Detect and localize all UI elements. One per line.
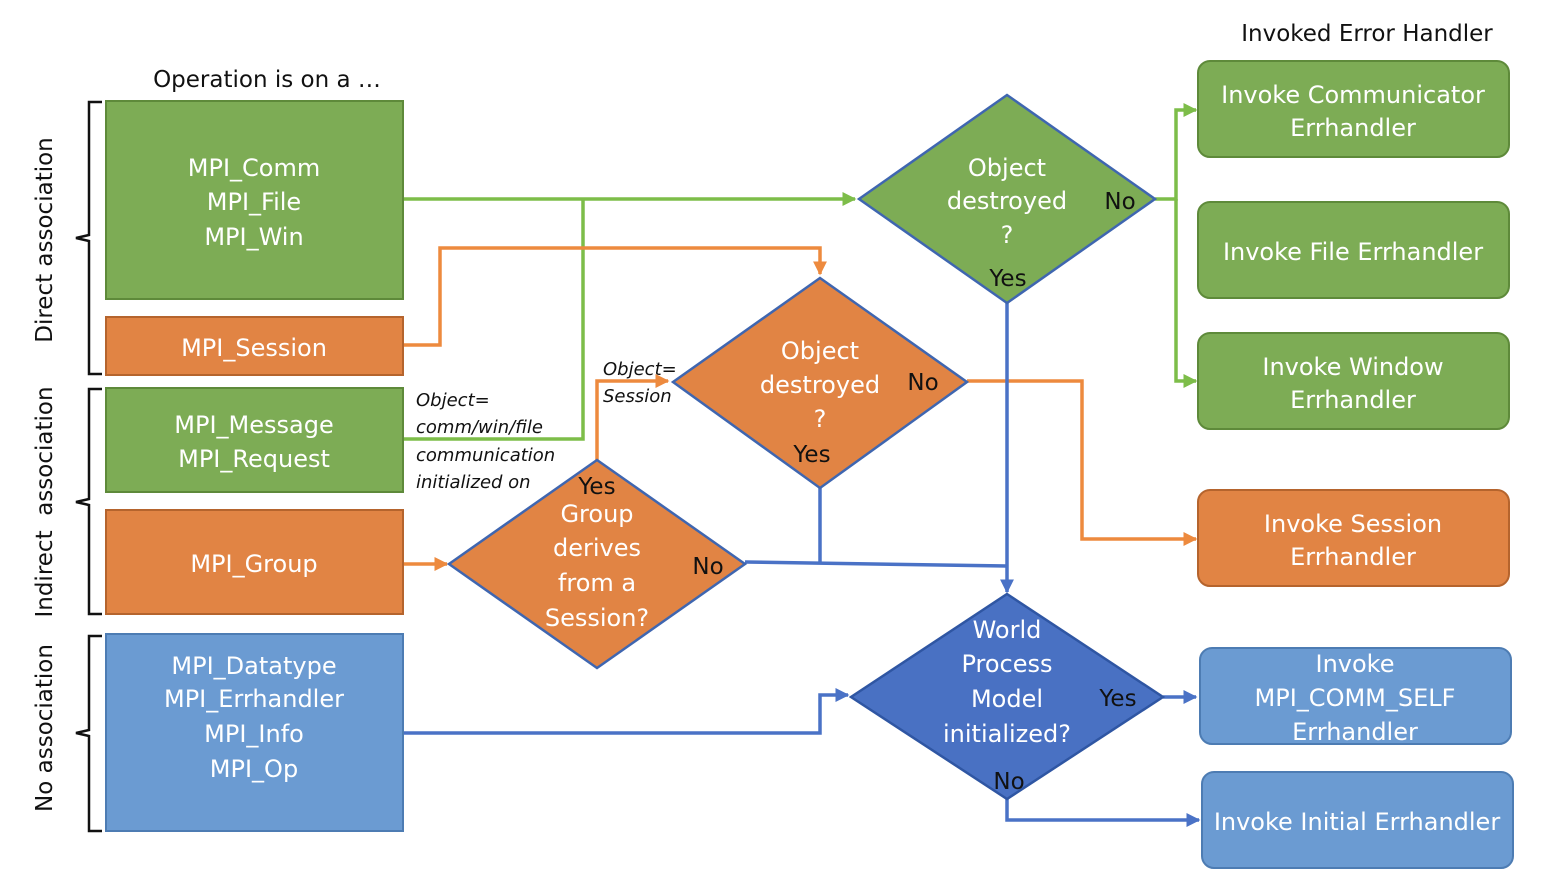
decision-label: initialized? (943, 720, 1071, 748)
handler-file (1197, 201, 1510, 299)
yes-label: Yes (1098, 686, 1136, 712)
yes-label: Yes (792, 442, 830, 468)
decision-label: Process (961, 650, 1052, 678)
connector-message-to-object (403, 199, 585, 441)
no-label: No (692, 554, 723, 580)
no-association-label: No association (32, 644, 58, 812)
handler-communicator (1197, 60, 1510, 158)
direct-association-label: Direct association (32, 137, 58, 343)
yes-label: Yes (577, 474, 615, 500)
box-label: MPI_Session (181, 334, 327, 362)
note-session: Object= (603, 359, 677, 380)
decision-label: Group (560, 500, 633, 528)
box-no-association (105, 633, 404, 832)
connector-group-no (744, 560, 1008, 568)
box-label: MPI_Errhandler (164, 685, 344, 713)
no-label: No (1104, 189, 1135, 215)
handler-comm-self (1199, 647, 1512, 745)
indirect-association-label: Indirect association (32, 386, 58, 617)
box-session (105, 316, 404, 376)
box-group (105, 509, 404, 615)
indirect-bracket (75, 387, 102, 616)
box-label: MPI_Op (210, 755, 298, 783)
operation-header: Operation is on a … (153, 67, 381, 93)
connector-to-initial (1005, 797, 1201, 827)
note-session: Session (603, 386, 672, 407)
decision-label: Session? (545, 604, 649, 632)
connector-noassoc-to-world (403, 688, 850, 735)
note-comm: communication (416, 445, 555, 466)
decision-label: Model (971, 685, 1043, 713)
decision-label: derives (553, 534, 641, 562)
box-label: MPI_Win (204, 223, 303, 251)
decision-label: Object (781, 337, 859, 365)
decision-label: from a (558, 569, 636, 597)
no-label: No (907, 370, 938, 396)
box-label: MPI_Comm (188, 154, 320, 182)
box-message-request (105, 387, 404, 493)
handler-label: Invoke Window (1262, 353, 1443, 381)
decision-group-session (446, 458, 748, 670)
handler-session (1197, 489, 1510, 587)
handler-label: Invoke Initial Errhandler (1214, 808, 1501, 836)
decision-label: destroyed (760, 371, 880, 399)
decision-label: destroyed (947, 187, 1067, 215)
handler-label: Errhandler (1290, 114, 1416, 142)
box-label: MPI_Message (174, 411, 333, 439)
decision-label: ? (814, 405, 827, 433)
handler-window (1197, 332, 1510, 430)
box-comm-file-win (105, 100, 404, 300)
box-label: MPI_Info (204, 720, 304, 748)
box-label: MPI_Group (190, 550, 317, 578)
handler-label: Errhandler (1290, 386, 1416, 414)
decision-label: Object (968, 154, 1046, 182)
no-label: No (993, 769, 1024, 795)
decision-label: World (973, 616, 1042, 644)
decision-object-destroyed-green (856, 93, 1158, 305)
connector-to-session-handler (967, 379, 1198, 546)
handler-label: Errhandler (1290, 543, 1416, 571)
box-label: MPI_Datatype (171, 652, 336, 680)
connector-session-to-decision (403, 246, 827, 347)
note-comm: comm/win/file (416, 417, 543, 438)
note-comm: Object= (416, 390, 490, 411)
handler-label: Invoke Session (1264, 510, 1442, 538)
decision-world-process-model (848, 592, 1166, 801)
connector-to-window (1174, 199, 1198, 388)
error-handler-header: Invoked Error Handler (1241, 21, 1493, 47)
decision-label: ? (1001, 221, 1014, 249)
connector-to-communicator (1155, 103, 1198, 201)
handler-label: MPI_COMM_SELF (1255, 684, 1456, 712)
decision-object-destroyed-orange (670, 276, 970, 490)
handler-label: Errhandler (1292, 718, 1418, 746)
handler-initial (1201, 771, 1514, 869)
connector-group-yes (595, 374, 670, 460)
yes-label: Yes (988, 266, 1026, 292)
handler-label: Invoke Communicator (1221, 81, 1485, 109)
no-assoc-bracket (75, 634, 102, 833)
handler-label: Invoke File Errhandler (1223, 238, 1483, 266)
direct-bracket (75, 100, 102, 376)
box-label: MPI_File (207, 188, 301, 216)
box-label: MPI_Request (178, 445, 330, 473)
handler-label: Invoke (1316, 650, 1395, 678)
note-comm: initialized on (416, 472, 531, 493)
